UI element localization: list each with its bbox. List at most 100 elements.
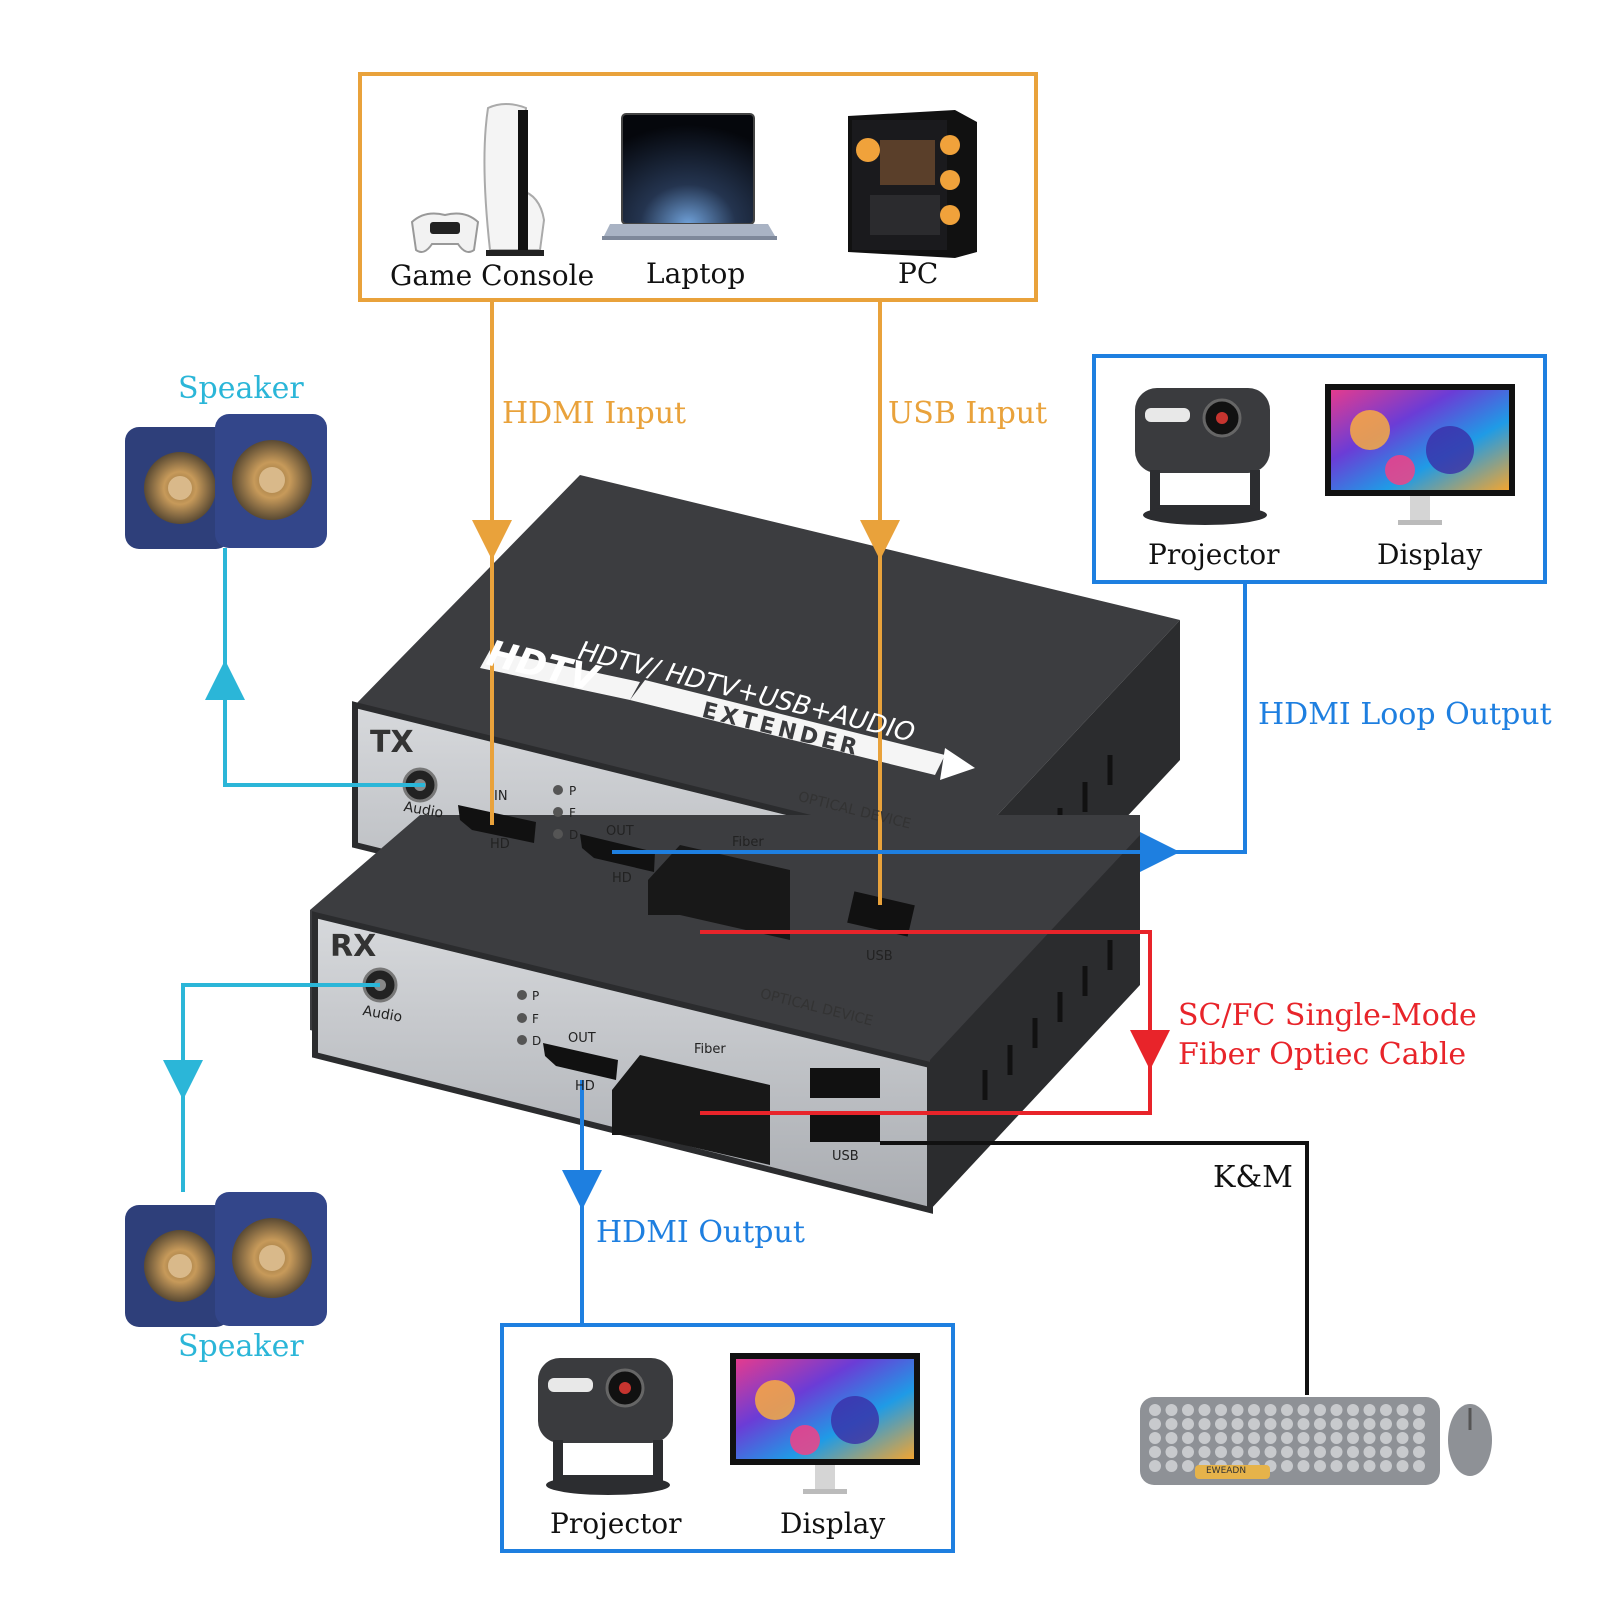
keyboard-key (1314, 1418, 1326, 1430)
keyboard-key (1314, 1404, 1326, 1416)
speaker-pair-bottom (125, 1192, 327, 1327)
keyboard-key (1231, 1404, 1244, 1416)
keyboard-key (1248, 1404, 1260, 1416)
keyboard-key (1297, 1446, 1310, 1458)
keyboard-key (1347, 1432, 1359, 1444)
keyboard-key (1215, 1404, 1227, 1416)
keyboard-key (1314, 1460, 1326, 1472)
rx-hdmi-out-port (543, 1043, 618, 1080)
tx-hdmi-in-port (458, 805, 536, 843)
keyboard-key (1165, 1404, 1178, 1416)
keyboard-key (1363, 1446, 1376, 1458)
keyboard-key (1396, 1418, 1409, 1430)
keyboard-key (1198, 1432, 1211, 1444)
keyboard-key (1330, 1418, 1343, 1430)
tx-led-f: F (569, 806, 576, 820)
keyboard-brand: EWEADN (1206, 1466, 1247, 1476)
game-console-label: Game Console (390, 259, 595, 292)
keyboard-key (1165, 1460, 1178, 1472)
keyboard-key (1149, 1460, 1161, 1472)
keyboard-key (1413, 1418, 1425, 1430)
tx-usb-label: USB (866, 949, 893, 964)
keyboard-key (1347, 1446, 1359, 1458)
keyboard-icon (1140, 1397, 1440, 1485)
keyboard-key (1380, 1432, 1392, 1444)
keyboard-key (1413, 1446, 1425, 1458)
output-devices-box (500, 1323, 955, 1553)
keyboard-key (1231, 1446, 1244, 1458)
display-icon (1325, 384, 1515, 525)
hdmi-output-label: HDMI Output (596, 1215, 805, 1250)
speaker-pair-top (125, 414, 327, 549)
keyboard-key (1149, 1432, 1161, 1444)
keyboard-key (1231, 1418, 1244, 1430)
tx-led-p: P (569, 784, 577, 798)
keyboard-key (1165, 1432, 1178, 1444)
speaker-top-label: Speaker (178, 371, 304, 406)
keyboard-key (1215, 1418, 1227, 1430)
keyboard-key (1215, 1446, 1227, 1458)
tx-tag: TX (370, 725, 414, 760)
keyboard-key (1231, 1432, 1244, 1444)
rx-fiber-connector (612, 1055, 770, 1165)
keyboard-key (1413, 1432, 1425, 1444)
tx-led-d: D (569, 828, 579, 842)
rx-out-label: OUT (568, 1031, 596, 1046)
keyboard-key (1396, 1432, 1409, 1444)
keyboard-key (1149, 1418, 1161, 1430)
keyboard-key (1330, 1446, 1343, 1458)
tx-hd-label: HD (490, 837, 510, 852)
keyboard-key (1182, 1404, 1194, 1416)
keyboard-key (1380, 1446, 1392, 1458)
keyboard-key (1297, 1418, 1310, 1430)
fiber-cable-label-line2: Fiber Optiec Cable (1178, 1037, 1467, 1072)
keyboard-key (1380, 1404, 1392, 1416)
keyboard-key (1248, 1432, 1260, 1444)
tx-in-label: IN (494, 789, 508, 804)
source-devices-box (358, 72, 1038, 302)
tx-hd2-label: HD (612, 871, 632, 886)
keyboard-key (1380, 1460, 1392, 1472)
keyboard-key (1297, 1432, 1310, 1444)
keyboard-key (1149, 1446, 1161, 1458)
rx-fiber-label: Fiber (694, 1042, 726, 1057)
keyboard-key (1363, 1460, 1376, 1472)
keyboard-key (1396, 1460, 1409, 1472)
tx-fiber-label: Fiber (732, 835, 764, 850)
keyboard-key (1281, 1446, 1293, 1458)
rx-led-d: D (532, 1034, 542, 1048)
keyboard-key (1297, 1404, 1310, 1416)
loop-projector-label: Projector (1148, 538, 1280, 571)
tx-fiber-connector (648, 845, 790, 940)
keyboard-key (1182, 1460, 1194, 1472)
rx-extender-unit (310, 815, 1140, 1214)
keyboard-key (1198, 1404, 1211, 1416)
keyboard-key (1248, 1446, 1260, 1458)
rx-usb-label: USB (832, 1149, 859, 1164)
usb-input-label: USB Input (888, 396, 1048, 431)
keyboard-key (1396, 1404, 1409, 1416)
audio-output-line-top (205, 660, 425, 787)
keyboard-key (1330, 1404, 1343, 1416)
laptop-label: Laptop (646, 257, 746, 290)
output-projector-label: Projector (550, 1507, 682, 1540)
tx-usb-port (847, 891, 915, 937)
keyboard-key (1281, 1460, 1293, 1472)
keyboard-key (1297, 1460, 1310, 1472)
keyboard-key (1281, 1404, 1293, 1416)
keyboard-key (1347, 1404, 1359, 1416)
fiber-cable-label-line1: SC/FC Single-Mode (1178, 998, 1477, 1033)
keyboard-key (1363, 1404, 1376, 1416)
keyboard-key (1264, 1404, 1277, 1416)
keyboard-key (1347, 1418, 1359, 1430)
fiber-cable-line (700, 930, 1170, 1070)
keyboard-key (1347, 1460, 1359, 1472)
keyboard-key (1380, 1418, 1392, 1430)
keyboard-key (1363, 1418, 1376, 1430)
rx-led-p: P (532, 989, 540, 1003)
keyboard-key (1182, 1418, 1194, 1430)
output-display-label: Display (780, 1507, 886, 1540)
audio-output-line-bottom (163, 983, 380, 1100)
